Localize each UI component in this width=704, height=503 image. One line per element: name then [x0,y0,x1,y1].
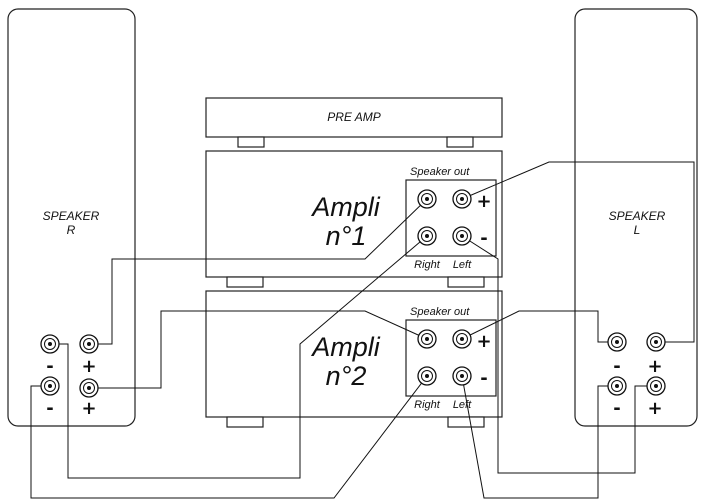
speaker-left-minus-top: - [613,356,620,377]
wire-amp2-right-minus [30,375,428,499]
speaker-right-plus-bottom: + [81,398,96,419]
speaker-left-plus-top-terminal-icon [646,332,666,352]
wire-amp2-left-plus [461,310,617,343]
speaker-left-plus-bottom: + [647,398,662,419]
speaker-left-label: SPEAKER [609,209,666,223]
speaker-wires [30,161,695,499]
amplifier-2-foot-left [226,416,264,428]
speaker-right: SPEAKER R - - + + [7,8,136,427]
speaker-left-minus-bottom: - [613,398,620,419]
speaker-right-plus-top-terminal-icon [79,334,99,354]
speaker-right-label: SPEAKER [43,209,100,223]
amp1-right-plus-terminal-icon [417,189,437,209]
speaker-left: SPEAKER L - - + + [574,8,698,427]
amp1-left-plus-terminal-icon [452,189,472,209]
speaker-left-plus-bottom-terminal-icon [646,376,666,396]
amplifier-1-right-label: Right [414,259,441,271]
wire-amp1-right-minus [50,235,428,479]
preamp-label: PRE AMP [327,110,381,124]
preamp-foot-right [446,136,474,148]
speaker-right-minus-bottom: - [46,398,53,419]
wire-amp1-left-minus [461,235,656,474]
amplifier-1: Speaker out Ampli n°1 Right Left + - [205,150,503,288]
preamp-foot-left [237,136,265,148]
speaker-right-minus-top-terminal-icon [40,334,60,354]
amplifier-1-left-label: Left [453,259,472,271]
wire-amp2-right-plus [89,310,428,389]
amplifier-1-name: Ampli [310,192,381,222]
speaker-left-minus-bottom-terminal-icon [607,376,627,396]
speaker-right-minus-top: - [46,356,53,377]
amplifier-2-foot-right [447,416,485,428]
amplifier-1-plus: + [476,191,491,212]
amp1-left-minus-terminal-icon [452,226,472,246]
wire-amp1-right-plus [89,198,428,345]
speaker-left-channel: L [634,223,641,237]
amplifier-2: Speaker out Ampli n°2 Right Left + - [205,290,503,428]
amplifier-1-speaker-out-label: Speaker out [410,166,470,178]
amp1-right-minus-terminal-icon [417,226,437,246]
amp2-right-minus-terminal-icon [417,366,437,386]
amplifier-1-minus: - [480,228,487,249]
amp2-left-plus-terminal-icon [452,329,472,349]
preamp-body [205,97,503,138]
amplifier-1-foot-left [226,276,264,288]
speaker-right-plus-top: + [81,356,96,377]
amplifier-2-right-label: Right [414,399,441,411]
preamp: PRE AMP [205,97,503,148]
amplifier-1-number: n°1 [326,221,367,251]
wire-amp1-left-plus [461,161,695,343]
wire-amp2-left-minus [461,375,617,499]
speaker-left-minus-top-terminal-icon [607,332,627,352]
speaker-right-cabinet [7,8,136,427]
amplifier-2-name: Ampli [310,332,381,362]
amplifier-2-speaker-out-label: Speaker out [410,306,470,318]
amplifier-2-minus: - [480,368,487,389]
speaker-right-plus-bottom-terminal-icon [79,378,99,398]
speaker-left-plus-top: + [647,356,662,377]
amplifier-2-left-label: Left [453,399,472,411]
speaker-left-cabinet [574,8,698,427]
amp2-left-minus-terminal-icon [452,366,472,386]
amplifier-2-number: n°2 [326,361,367,391]
terminals [40,189,666,398]
amplifier-1-foot-right [447,276,485,288]
amp2-right-plus-terminal-icon [417,329,437,349]
amplifier-2-plus: + [476,331,491,352]
speaker-right-minus-bottom-terminal-icon [40,376,60,396]
speaker-right-channel: R [67,223,76,237]
